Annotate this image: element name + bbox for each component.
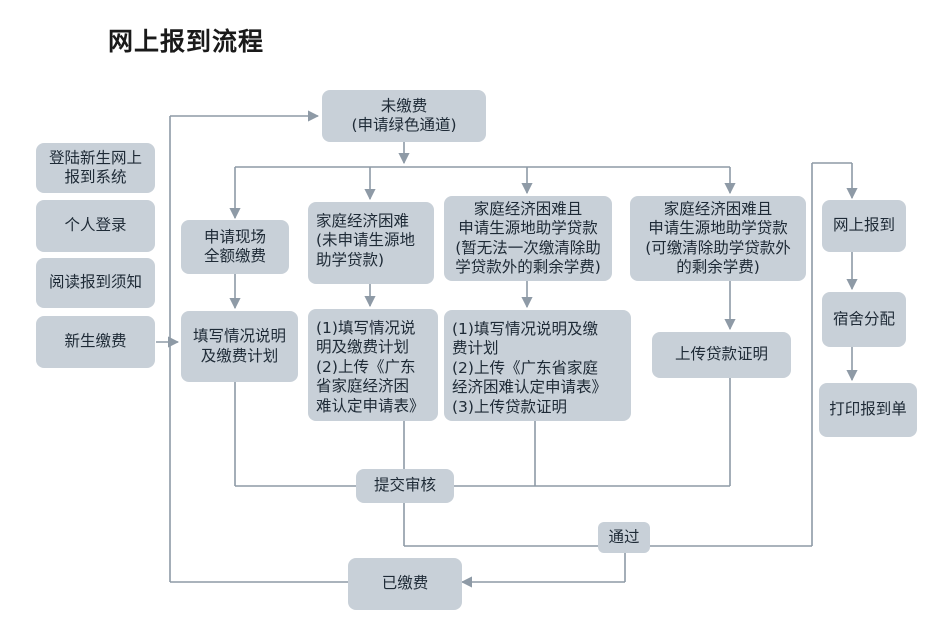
- dorm-assign-box: 宿舍分配: [822, 292, 906, 347]
- dorm-assign-label: 宿舍分配: [832, 309, 895, 328]
- hardship-loan-full-line-1: 家庭经济困难且: [663, 199, 773, 218]
- hardship-loan-partial-box: 家庭经济困难且申请生源地助学贷款(暂无法一次缴清除助学贷款外的剩余学费): [444, 196, 612, 281]
- hardship-loan-partial-line-4: 学贷款外的剩余学费): [455, 257, 601, 276]
- read-notice-label: 阅读报到须知: [48, 273, 142, 292]
- submit-review-label: 提交审核: [373, 476, 436, 495]
- submit-review-box: 提交审核: [356, 469, 454, 503]
- onsite-full-line-1: 申请现场: [203, 227, 266, 246]
- hardship-loan-partial-line-1: 家庭经济困难且: [473, 199, 583, 218]
- onsite-full-line-2: 全额缴费: [203, 247, 266, 265]
- upload-loan-label: 上传贷款证明: [674, 345, 768, 364]
- personal-login-box: 个人登录: [36, 200, 155, 252]
- steps-a-line-5: 难认定申请表》: [316, 396, 425, 415]
- passed-box: 通过: [598, 522, 650, 553]
- hardship-loan-full-line-4: 的剩余学费): [676, 257, 760, 276]
- steps-a-box: (1)填写情况说明及缴费计划(2)上传《广东省家庭经济困难认定申请表》: [308, 309, 438, 421]
- hardship-loan-full-box: 家庭经济困难且申请生源地助学贷款(可缴清除助学贷款外的剩余学费): [630, 196, 806, 281]
- hardship-no-loan-line-3: 助学贷款): [316, 250, 385, 269]
- login-system-box: 登陆新生网上报到系统: [36, 143, 155, 193]
- login-system-line-2: 报到系统: [64, 168, 127, 186]
- print-form-label: 打印报到单: [829, 400, 907, 419]
- fill-plan-line-1: 填写情况说明: [192, 327, 286, 346]
- hardship-no-loan-line-1: 家庭经济困难: [316, 212, 410, 230]
- paid-label: 已缴费: [381, 574, 429, 593]
- steps-b-line-5: (3)上传贷款证明: [452, 397, 567, 416]
- login-system-line-1: 登陆新生网上: [48, 148, 142, 167]
- fill-plan-box: 填写情况说明及缴费计划: [181, 311, 298, 382]
- pay-fee-label: 新生缴费: [64, 332, 127, 351]
- unpaid-line-2: (申请绿色通道): [351, 116, 457, 134]
- read-notice-box: 阅读报到须知: [36, 258, 155, 308]
- steps-a-line-1: (1)填写情况说: [316, 319, 416, 337]
- paid-box: 已缴费: [348, 558, 462, 610]
- steps-b-box: (1)填写情况说明及缴费计划(2)上传《广东省家庭经济困难认定申请表》(3)上传…: [444, 310, 631, 421]
- page-title: 网上报到流程: [108, 27, 265, 56]
- steps-b-line-4: 经济困难认定申请表》: [452, 378, 608, 397]
- hardship-loan-full-line-2: 申请生源地助学贷款: [648, 219, 788, 238]
- steps-b-line-2: 费计划: [452, 339, 499, 358]
- hardship-loan-partial-line-2: 申请生源地助学贷款: [458, 219, 598, 238]
- steps-a-line-4: 省家庭经济困: [316, 377, 410, 396]
- hardship-no-loan-line-2: (未申请生源地: [316, 231, 416, 250]
- fill-plan-line-2: 及缴费计划: [200, 346, 279, 365]
- onsite-full-payment-box: 申请现场全额缴费: [181, 220, 289, 274]
- steps-b-line-3: (2)上传《广东省家庭: [452, 358, 598, 377]
- unpaid-box: 未缴费(申请绿色通道): [322, 90, 486, 142]
- hardship-loan-full-line-3: (可缴清除助学贷款外: [645, 238, 791, 257]
- personal-login-label: 个人登录: [64, 216, 127, 235]
- online-register-label: 网上报到: [832, 216, 895, 235]
- unpaid-line-1: 未缴费: [380, 96, 428, 115]
- print-form-box: 打印报到单: [819, 383, 917, 437]
- steps-a-line-2: 明及缴费计划: [316, 338, 410, 357]
- upload-loan-box: 上传贷款证明: [652, 332, 791, 378]
- pay-fee-box: 新生缴费: [36, 316, 155, 368]
- hardship-loan-partial-line-3: (暂无法一次缴清除助: [455, 238, 601, 257]
- passed-label: 通过: [608, 527, 640, 546]
- hardship-no-loan-box: 家庭经济困难(未申请生源地助学贷款): [308, 202, 434, 284]
- steps-a-line-3: (2)上传《广东: [316, 357, 416, 376]
- online-register-box: 网上报到: [822, 200, 906, 252]
- steps-b-line-1: (1)填写情况说明及缴: [452, 320, 598, 338]
